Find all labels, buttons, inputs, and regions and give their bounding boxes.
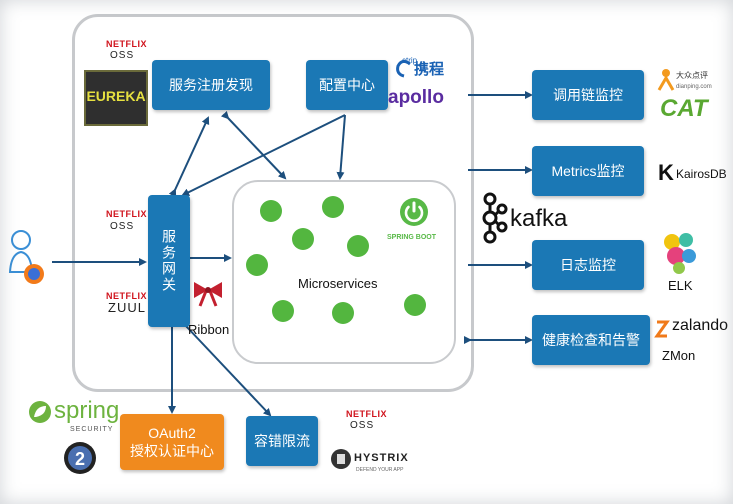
spring-boot-label: SPRING BOOT [387, 234, 437, 241]
netflix-logo-registry: NETFLIX [106, 39, 147, 49]
arrow-config-micro [336, 114, 346, 180]
arrow-gateway-registry [168, 116, 210, 198]
dianping-url: dianping.com [676, 84, 712, 90]
health-box[interactable]: 健康检查和告警 [532, 315, 650, 365]
eureka-logo: EUREKA [84, 70, 148, 126]
ctrip-icon [396, 59, 411, 78]
arrow-registry-micro [220, 110, 287, 180]
oauth2-label: OAuth2 授权认证中心 [130, 425, 214, 459]
oauth2-box[interactable]: OAuth2 授权认证中心 [120, 414, 224, 470]
elk-logo: ELK [668, 278, 693, 293]
spring-boot-icon [400, 198, 428, 226]
netflix-logo-hystrix: NETFLIX [346, 409, 387, 419]
microservice-dot [404, 294, 426, 316]
browser-icon [24, 264, 44, 284]
service-registry-label: 服务注册发现 [169, 77, 253, 93]
microservice-dot [246, 254, 268, 276]
config-center-label: 配置中心 [319, 77, 375, 93]
call-chain-box[interactable]: 调用链监控 [532, 70, 644, 120]
kafka-logo: kafka [510, 205, 568, 232]
netflix-logo-zuul: NETFLIX [106, 291, 147, 301]
circuit-breaker-label: 容错限流 [254, 433, 310, 449]
microservice-dot [272, 300, 294, 322]
microservice-dot [260, 200, 282, 222]
oauth2-icon: 2 [64, 442, 96, 474]
netflix-logo-gateway: NETFLIX [106, 209, 147, 219]
spring-security-label: SECURITY [70, 426, 114, 433]
ctrip-logo: 携程 [414, 61, 445, 78]
microservice-dot [292, 228, 314, 250]
cat-icon [657, 69, 675, 91]
metrics-box[interactable]: Metrics监控 [532, 146, 644, 196]
zalando-logo: zalando [672, 317, 729, 334]
config-center-box[interactable]: 配置中心 [306, 60, 388, 110]
apollo-logo: apollo [388, 87, 444, 108]
kafka-icon [482, 192, 508, 244]
kairos-k-icon: K [658, 160, 674, 185]
ctrip-small-logo: ctrip [402, 56, 418, 65]
hystrix-logo: HYSTRIX [354, 452, 409, 464]
service-registry-box[interactable]: 服务注册发现 [152, 60, 270, 110]
zmon-logo: ZMon [662, 348, 696, 363]
zuul-logo: ZUUL [108, 300, 146, 315]
hystrix-icon [331, 449, 351, 469]
call-chain-label: 调用链监控 [553, 87, 623, 103]
ribbon-label: Ribbon [188, 322, 230, 337]
gateway-label: 服务网关 [161, 229, 177, 293]
elk-icon [664, 233, 696, 274]
spring-leaf-icon [29, 401, 51, 423]
spring-logo: spring [54, 397, 120, 424]
dianping-label: 大众点评 [676, 71, 708, 80]
eureka-text: EUREKA [86, 88, 146, 104]
oss-logo-gateway: OSS [110, 221, 135, 232]
health-label: 健康检查和告警 [542, 332, 640, 348]
log-box[interactable]: 日志监控 [532, 240, 644, 290]
hystrix-sub-label: DEFEND YOUR APP [356, 467, 404, 473]
ribbon-bow-icon [194, 282, 222, 307]
svg-text:2: 2 [75, 449, 85, 469]
gateway-box[interactable]: 服务网关 [148, 195, 190, 327]
metrics-label: Metrics监控 [551, 163, 625, 179]
zalando-icon [654, 320, 670, 338]
microservice-dot [347, 235, 369, 257]
arrow-gateway-hystrix [184, 324, 272, 417]
kairosdb-logo: KairosDB [676, 167, 727, 181]
circuit-breaker-box[interactable]: 容错限流 [246, 416, 318, 466]
microservice-dot [322, 196, 344, 218]
oss-logo-hystrix: OSS [350, 420, 375, 431]
log-label: 日志监控 [560, 257, 616, 273]
arrow-config-gateway [181, 114, 346, 196]
microservices-label: Microservices [298, 276, 378, 291]
oss-logo-registry: OSS [110, 50, 135, 61]
microservice-dot [332, 302, 354, 324]
cat-logo: CAT [660, 95, 708, 122]
